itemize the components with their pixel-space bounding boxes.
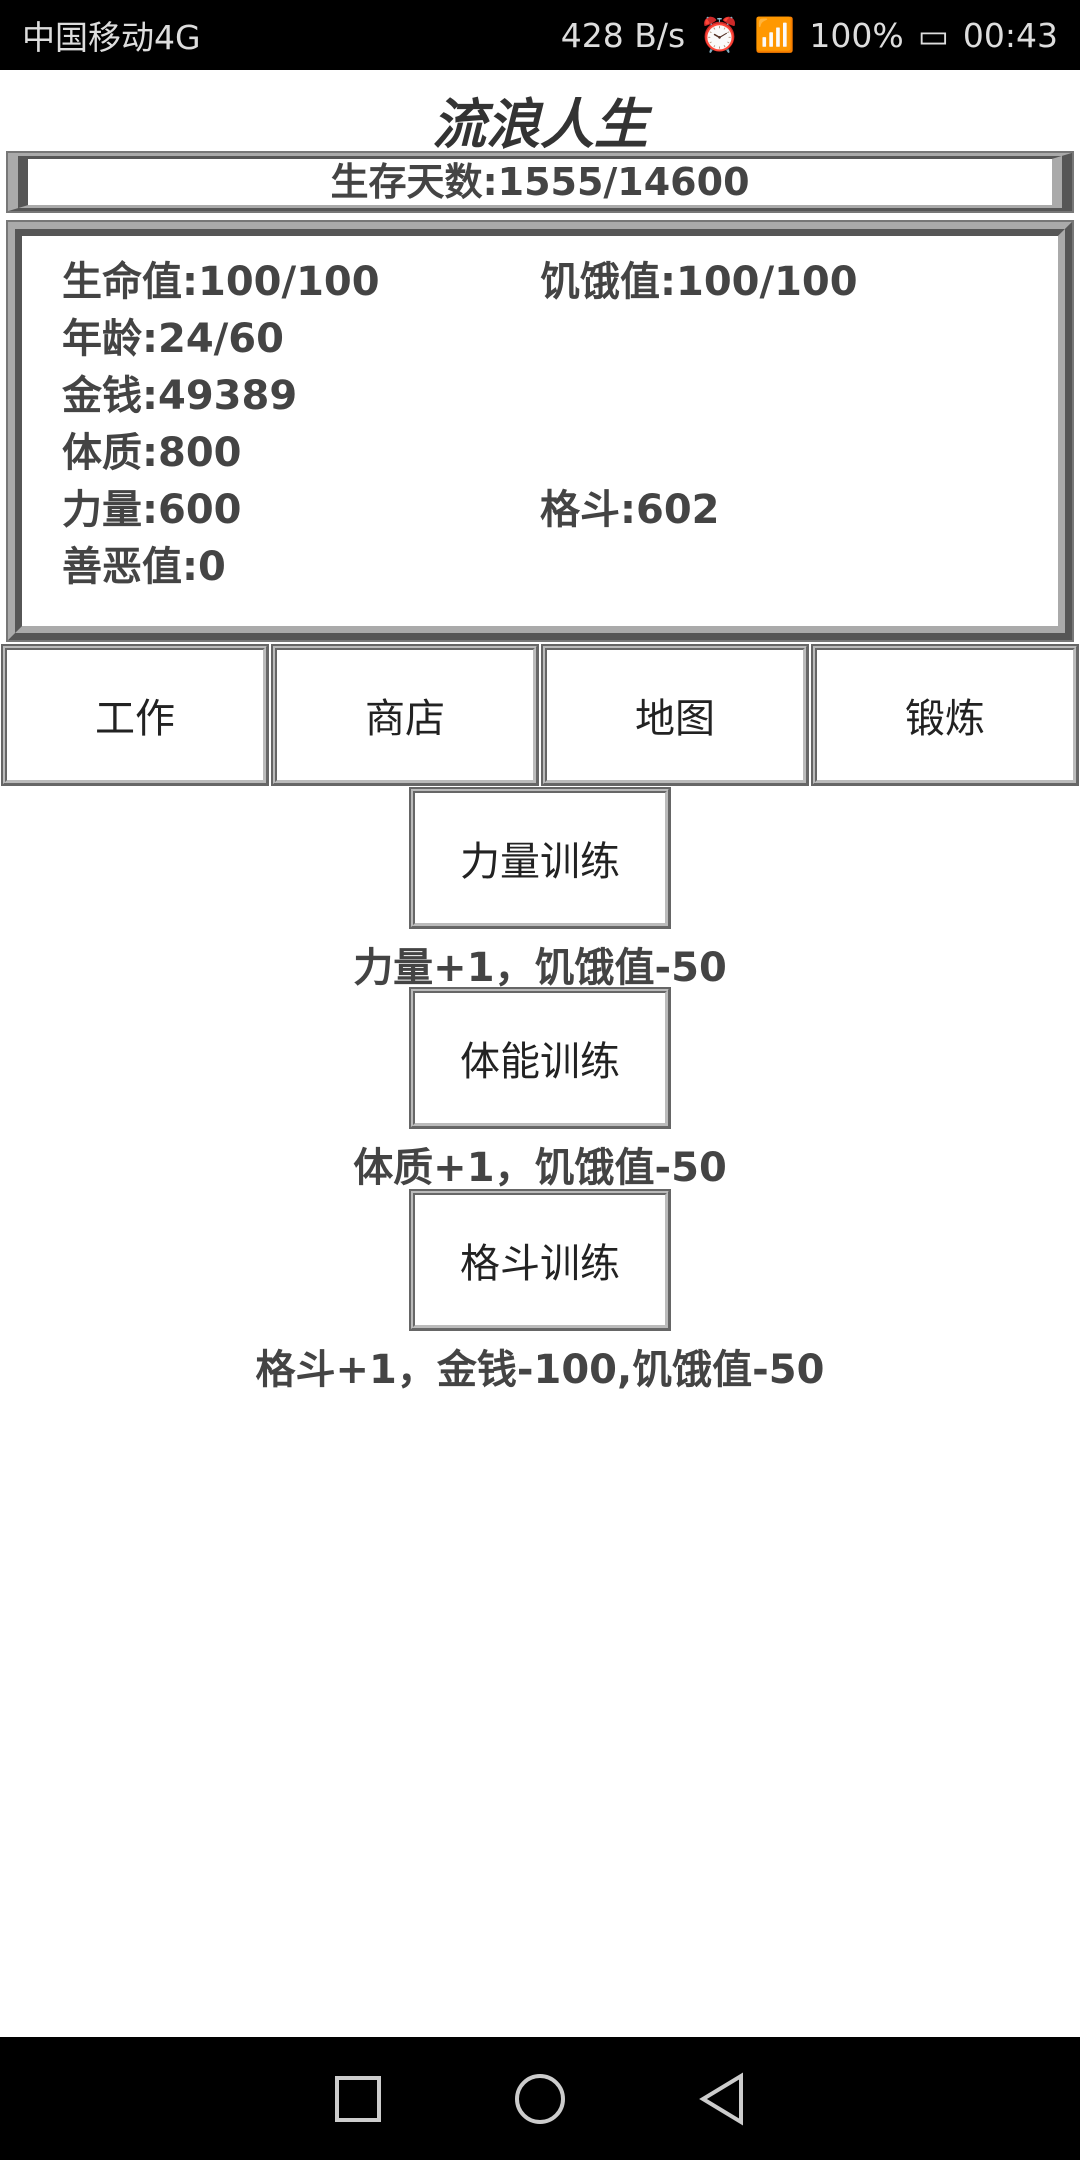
status-bar: 中国移动4G 428 B/s ⏰ 📶 100% ▭ 00:43: [0, 0, 1080, 70]
battery-level: 100%: [809, 15, 904, 55]
system-nav-bar: [0, 2037, 1080, 2160]
stat-strength: 力量:600: [62, 487, 242, 533]
stat-constitution: 体质:800: [62, 430, 242, 476]
clock: 00:43: [962, 15, 1058, 55]
app-title: 流浪人生: [432, 93, 648, 156]
nav-exercise-button[interactable]: 锻炼: [811, 644, 1079, 786]
stat-karma: 善恶值:0: [62, 544, 226, 590]
recents-icon[interactable]: [333, 2074, 383, 2124]
stamina-training-button[interactable]: 体能训练: [409, 987, 671, 1129]
fighting-training-desc: 格斗+1，金钱-100,饥饿值-50: [255, 1347, 825, 1393]
wifi-icon: 📶: [754, 15, 796, 54]
stats-panel: 生命值:100/100 饥饿值:100/100 年龄:24/60 金钱:49389…: [6, 220, 1074, 642]
nav-work-button[interactable]: 工作: [1, 644, 269, 786]
survival-days: 生存天数:1555/14600: [6, 151, 1074, 213]
battery-icon: ▭: [917, 15, 949, 55]
home-icon[interactable]: [513, 2072, 567, 2126]
stat-money: 金钱:49389: [62, 373, 298, 419]
stamina-training-desc: 体质+1，饥饿值-50: [353, 1145, 727, 1191]
stat-hp: 生命值:100/100: [62, 259, 380, 305]
stat-fighting: 格斗:602: [540, 487, 720, 533]
stat-hunger: 饥饿值:100/100: [540, 259, 858, 305]
network-speed: 428 B/s: [560, 15, 686, 55]
back-icon[interactable]: [697, 2071, 747, 2126]
stat-age: 年龄:24/60: [62, 316, 284, 362]
fighting-training-button[interactable]: 格斗训练: [409, 1189, 671, 1331]
nav-shop-button[interactable]: 商店: [271, 644, 539, 786]
carrier: 中国移动4G: [22, 18, 201, 57]
strength-training-desc: 力量+1，饥饿值-50: [353, 945, 727, 991]
alarm-icon: ⏰: [699, 15, 741, 54]
strength-training-button[interactable]: 力量训练: [409, 787, 671, 929]
nav-map-button[interactable]: 地图: [541, 644, 809, 786]
